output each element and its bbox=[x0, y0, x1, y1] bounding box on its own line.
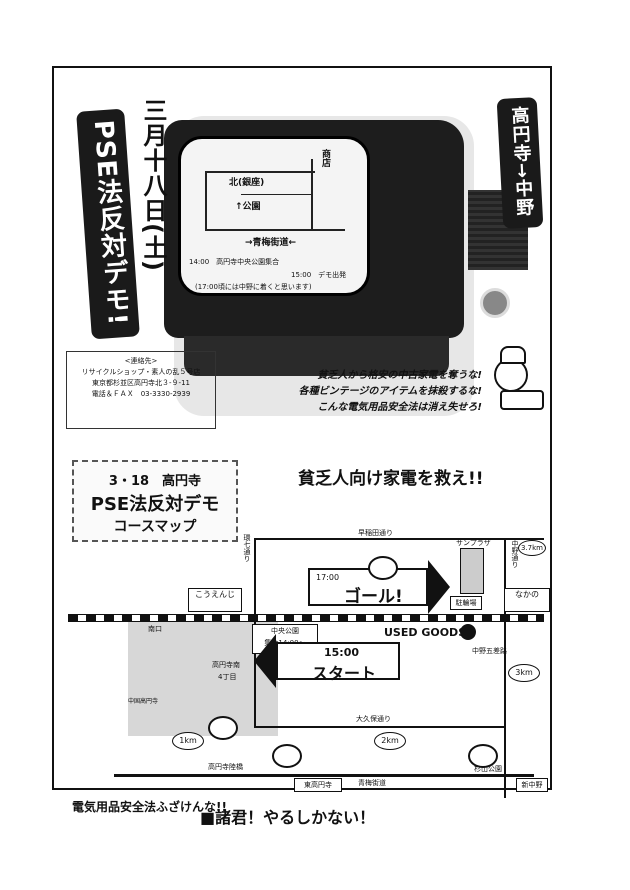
route-badge: 高円寺→中野 bbox=[496, 97, 544, 229]
sunplaza-building-icon bbox=[460, 548, 484, 594]
label-south-exit: 南口 bbox=[148, 625, 162, 633]
goal-time: 17:00 bbox=[316, 573, 340, 582]
route-title: 高円寺→中野 bbox=[508, 105, 535, 218]
warning-line-3: こんな電気用品安全法は消え失せろ! bbox=[317, 402, 482, 413]
contact-phone: 電話＆ＦＡＸ 03-3330-2939 bbox=[91, 390, 191, 398]
mascot-hat-icon bbox=[500, 346, 526, 364]
mascot-body-icon bbox=[500, 390, 544, 410]
label-rikkyo: 高円寺陸橋 bbox=[208, 763, 243, 771]
warning-line-2: 各種ビンテージのアイテムを抹殺するな! bbox=[298, 386, 482, 397]
label-koenji-minami: 高円寺南 bbox=[212, 661, 240, 669]
distance-1km: 1km bbox=[172, 732, 204, 750]
nakano-station-label: なかの bbox=[515, 590, 539, 599]
distance-2km: 2km bbox=[374, 732, 406, 750]
label-nakano-5: 中野五差路 bbox=[472, 647, 507, 655]
mascot-figure bbox=[488, 346, 548, 416]
okubo-road bbox=[254, 726, 504, 728]
chuo-park-label: 中央公園 bbox=[271, 627, 299, 635]
course-map-title-box: 3・18 高円寺 PSE法反対デモ コースマップ bbox=[72, 460, 238, 542]
poster-frame: 北(銀座) ↑公園 商店 →青梅街道← 14:00 高円寺中央公園集合 15:0… bbox=[52, 66, 552, 814]
course-line-2: PSE法反対デモ bbox=[90, 494, 220, 515]
dog-mascot-icon-1 bbox=[208, 716, 238, 740]
start-time: 15:00 bbox=[324, 646, 360, 659]
warning-text: 貧乏人から格安の中古家電を奪うな! 各種ビンテージのアイテムを抹殺するな! こん… bbox=[242, 368, 482, 416]
goal-arrow-head-icon bbox=[428, 560, 450, 614]
start-label: スタート bbox=[312, 664, 377, 683]
dog-mascot-icon-4 bbox=[368, 556, 398, 580]
contact-box: <連絡先> リサイクルショップ・素人の乱５号店 東京都杉並区高円寺北３-９-11… bbox=[66, 351, 216, 429]
start-arrow-head-icon bbox=[254, 634, 276, 688]
law-footer-text: 電気用品安全法ふざけんな!! bbox=[72, 800, 227, 814]
start-arrow: 15:00 スタート bbox=[276, 642, 400, 683]
used-goods-label: USED GOODS! bbox=[384, 626, 472, 639]
label-waseda: 早稲田通り bbox=[358, 529, 393, 537]
course-line-3: コースマップ bbox=[113, 519, 197, 535]
tv-knob-icon bbox=[480, 288, 510, 318]
dog-mascot-icon-3 bbox=[468, 744, 498, 768]
tv-screen-map: 北(銀座) ↑公園 商店 →青梅街道← 14:00 高円寺中央公園集合 15:0… bbox=[178, 136, 370, 296]
headline-save-appliances: 貧乏人向け家電を救え!! bbox=[298, 469, 484, 489]
label-sunplaza: サンプラザ bbox=[456, 539, 491, 547]
contact-address: 東京都杉並区高円寺北３-９-11 bbox=[92, 379, 190, 387]
higashi-koenji-station: 東高円寺 bbox=[294, 778, 342, 792]
screen-note: (17:00頃には中野に着くと思います) bbox=[195, 283, 312, 291]
nakano-station: なかの bbox=[504, 588, 550, 612]
screen-demo-time: 15:00 デモ出発 bbox=[291, 271, 347, 279]
screen-label-park: ↑公園 bbox=[235, 202, 261, 212]
dog-mascot-icon-2 bbox=[272, 744, 302, 768]
label-suginami: 杉山公園 bbox=[474, 765, 502, 773]
label-shop-note: 中国高円寺 bbox=[128, 698, 159, 705]
contact-shop: リサイクルショップ・素人の乱５号店 bbox=[81, 368, 201, 376]
shin-nakano-station: 新中野 bbox=[516, 778, 548, 792]
tv-section: 北(銀座) ↑公園 商店 →青梅街道← 14:00 高円寺中央公園集合 15:0… bbox=[54, 68, 550, 440]
pse-badge: PSE法反対デモ! bbox=[76, 108, 140, 340]
nakano-road bbox=[504, 538, 506, 798]
koenji-station-label: こうえんじ bbox=[195, 590, 235, 599]
bicycle-lot: 駐輪場 bbox=[450, 596, 482, 610]
date-title: 三月十八日(土) bbox=[139, 98, 167, 272]
course-line-1: 3・18 高円寺 bbox=[108, 474, 202, 489]
screen-label-shop: 商店 bbox=[320, 149, 330, 167]
label-okubo: 大久保通り bbox=[356, 715, 391, 723]
label-ome: 青梅街道 bbox=[358, 779, 386, 787]
distance-3km: 3km bbox=[508, 664, 540, 682]
tv-base bbox=[184, 336, 449, 376]
pse-title: PSE法反対デモ! bbox=[87, 119, 133, 328]
koenji-station: こうえんじ bbox=[188, 588, 242, 612]
bottom-caption: ■諸君！やるしかない！ bbox=[200, 808, 376, 827]
ome-road bbox=[114, 774, 534, 777]
chuo-line-rail bbox=[68, 614, 544, 622]
screen-label-kaido: →青梅街道← bbox=[245, 238, 297, 248]
contact-heading: <連絡先> bbox=[124, 357, 158, 365]
warning-line-1: 貧乏人から格安の中古家電を奪うな! bbox=[317, 370, 482, 381]
label-4chome: 4丁目 bbox=[218, 673, 237, 681]
label-kannana: 環七通り bbox=[243, 534, 251, 562]
robot-icon bbox=[460, 624, 476, 640]
goal-label: ゴール! bbox=[344, 587, 403, 607]
waseda-road bbox=[254, 538, 544, 540]
goal-arrow: 17:00 ゴール! bbox=[308, 568, 428, 607]
distance-3-7km: 3.7km bbox=[518, 540, 546, 556]
course-map: 環七通り 早稲田通り 中野通り 3.7km サンプラザ 駐輪場 17:00 ゴー… bbox=[68, 516, 550, 814]
label-nakano-dori: 中野通り bbox=[511, 540, 519, 568]
screen-label-north: 北(銀座) bbox=[229, 178, 265, 188]
screen-start-time: 14:00 高円寺中央公園集合 bbox=[189, 258, 280, 266]
